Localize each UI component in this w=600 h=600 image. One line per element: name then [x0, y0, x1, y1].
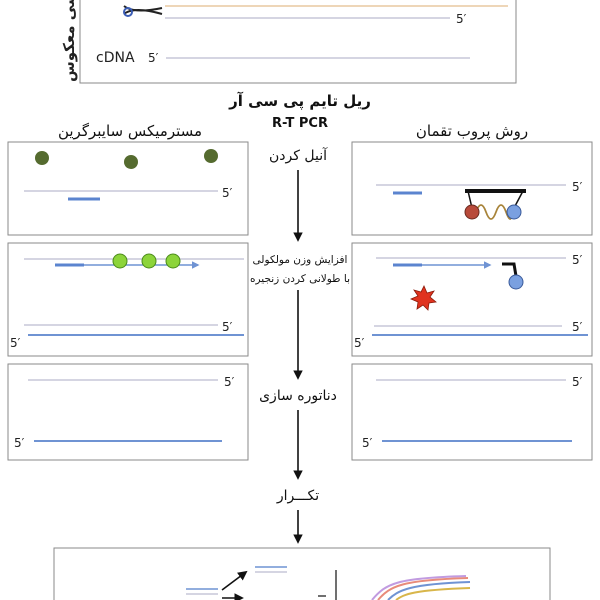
five-prime-label: 5′	[572, 180, 583, 194]
five-prime-label: 5′	[572, 375, 583, 389]
five-prime-label: 5′	[572, 320, 583, 334]
five-prime-label: 5′	[354, 336, 365, 350]
reverse-transcription-label: رونویسی معکوس	[60, 0, 78, 82]
five-prime-label: 5′	[222, 186, 233, 200]
reporter-icon	[508, 274, 524, 290]
sybr-dye-bound	[112, 253, 128, 269]
step-denature-label: دناتوره سازی	[259, 388, 337, 404]
step-extend-label-2: با طولانی کردن زنجیره	[250, 273, 350, 285]
five-prime-label: 5′	[222, 320, 233, 334]
five-prime-label: 5′	[148, 51, 159, 65]
five-prime-label: 5′	[456, 12, 467, 26]
diagram-title: ریل تایم پی سی آر	[228, 92, 371, 111]
cdna-label: cDNA	[96, 50, 135, 66]
five-prime-label: 5′	[10, 336, 21, 350]
sybr-dye-bound	[165, 253, 181, 269]
amplification-curve	[371, 575, 467, 600]
five-prime-label: 5′	[14, 436, 25, 450]
taqman-anneal-panel: 5′	[351, 141, 593, 236]
amplification-arrow	[221, 570, 248, 591]
sybr-dye-unbound	[124, 155, 138, 169]
amplification-curve	[377, 577, 469, 600]
sybr-green-header: مسترمیکس سایبرگرین	[58, 122, 202, 140]
quencher-icon	[464, 204, 480, 220]
taqman-denature-panel: 5′ 5′	[351, 363, 593, 461]
step-sequence: آنیل کردن افزایش وزن مولکولی با طولانی ک…	[250, 147, 350, 544]
sybr-extend-panel: 5′ 5′	[7, 242, 249, 357]
reverse-transcription-panel: رونویسی معکوس 5′ cDNA 5′	[60, 0, 517, 84]
reporter-icon	[506, 204, 522, 220]
scissors-icon	[123, 5, 163, 17]
probe-linker	[475, 204, 513, 220]
diagram-subtitle: R-T PCR	[272, 116, 328, 131]
amplification-curve	[387, 581, 471, 600]
fluorescence-star-icon	[409, 285, 437, 311]
five-prime-label: 5′	[362, 436, 373, 450]
step-anneal-label: آنیل کردن	[269, 147, 328, 164]
five-prime-label: 5′	[572, 253, 583, 267]
taqman-header: روش پروب تقمان	[416, 122, 528, 141]
amplification-panel	[53, 547, 551, 600]
five-prime-label: 5′	[224, 375, 235, 389]
sybr-dye-unbound	[35, 151, 49, 165]
sybr-dye-bound	[141, 253, 157, 269]
sybr-denature-panel: 5′ 5′	[7, 363, 249, 461]
taqman-extend-panel: 5′ 5′ 5′	[351, 242, 593, 357]
cleaved-probe-fragment	[502, 262, 518, 277]
step-extend-label-1: افزایش وزن مولکولی	[253, 254, 348, 266]
sybr-anneal-panel: 5′	[7, 141, 249, 236]
sybr-dye-unbound	[204, 149, 218, 163]
step-repeat-label: تکـــرار	[276, 488, 319, 504]
amplification-curve	[395, 587, 471, 600]
